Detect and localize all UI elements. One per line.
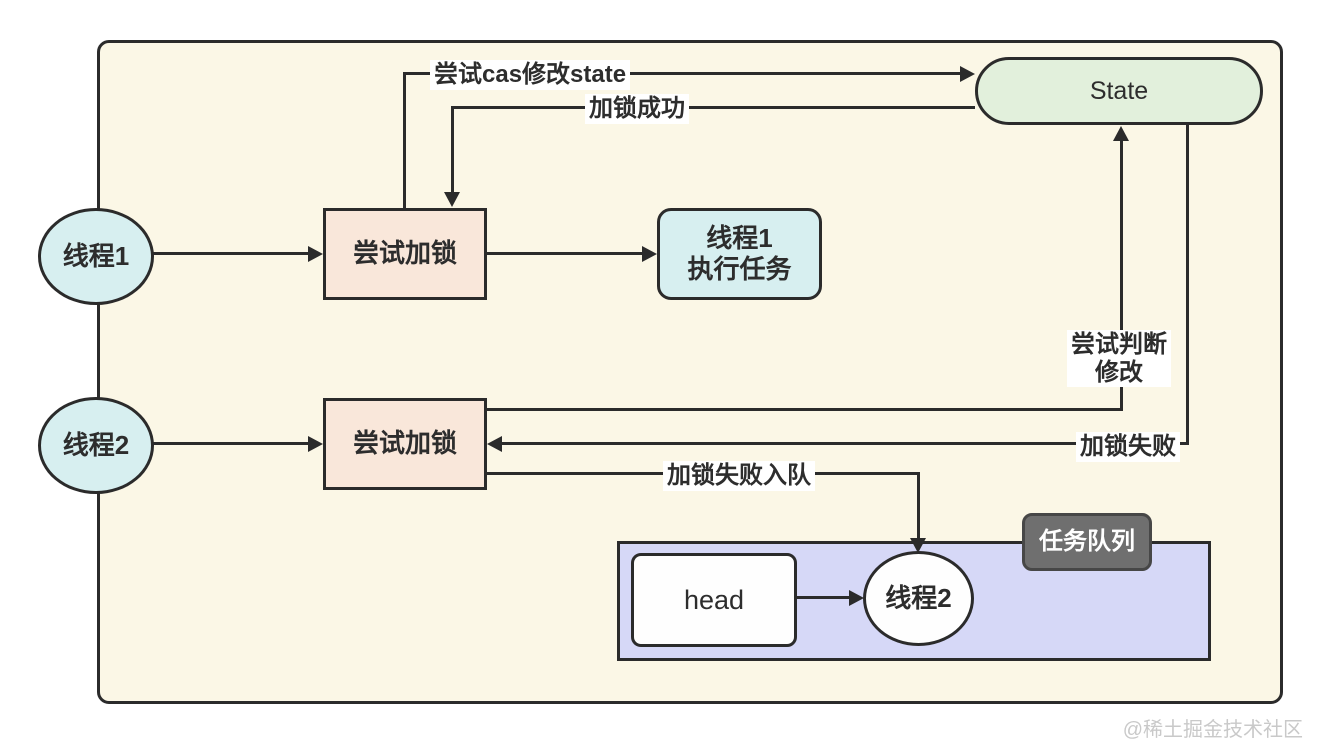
node-thread1-label: 线程1 xyxy=(62,240,130,271)
edge-tryjudge-vline xyxy=(1120,131,1123,411)
edge-trycas-arrowhead xyxy=(960,66,975,82)
edge-thread1-trylock1-arrowhead xyxy=(308,246,323,262)
edge-tryjudge-arrowhead xyxy=(1113,126,1129,141)
edge-locksuccess-hline xyxy=(451,106,975,109)
edge-enqueue-vline xyxy=(917,472,920,540)
node-thread1: 线程1 xyxy=(38,208,154,305)
watermark: @稀土掘金技术社区 xyxy=(1122,719,1303,741)
edge-thread2-trylock2-arrowhead xyxy=(308,436,323,452)
edge-lockfail-hline xyxy=(501,442,1189,445)
edge-lockfail-arrowhead xyxy=(487,436,502,452)
node-thread1-task-line1: 线程1 xyxy=(706,222,773,253)
edge-head-thread2-arrowhead xyxy=(849,590,864,606)
node-thread2: 线程2 xyxy=(38,397,154,494)
edge-label-try-judge-line1: 尝试判断 xyxy=(1071,331,1167,358)
edge-tryjudge-hline xyxy=(487,408,1123,411)
edge-label-enqueue: 加锁失败入队 xyxy=(663,461,815,491)
edge-lockfail-vline xyxy=(1186,125,1189,445)
edge-label-lock-fail: 加锁失败 xyxy=(1076,432,1180,462)
node-task-queue-tag: 任务队列 xyxy=(1022,513,1152,571)
node-state-label: State xyxy=(1089,77,1149,105)
node-task-queue-tag-label: 任务队列 xyxy=(1039,527,1135,555)
node-thread1-task-label: 线程1 执行任务 xyxy=(687,223,791,285)
node-thread1-task: 线程1 执行任务 xyxy=(657,208,822,300)
edge-thread1-trylock1-line xyxy=(153,252,309,255)
edge-label-try-judge-line2: 修改 xyxy=(1095,358,1143,386)
edge-locksuccess-arrowhead xyxy=(444,192,460,207)
edge-trycas-hline xyxy=(403,72,961,75)
node-thread1-task-line2: 执行任务 xyxy=(687,254,792,284)
node-queued-thread2-label: 线程2 xyxy=(885,582,952,613)
edge-trylock1-task-line xyxy=(487,252,643,255)
edge-trycas-vline xyxy=(403,73,406,208)
node-head-label: head xyxy=(683,584,745,615)
node-queued-thread2: 线程2 xyxy=(863,551,974,646)
node-try-lock-2-label: 尝试加锁 xyxy=(352,428,457,459)
edge-head-thread2-line xyxy=(797,596,850,599)
edge-enqueue-arrowhead xyxy=(910,538,926,553)
node-try-lock-2: 尝试加锁 xyxy=(323,398,487,490)
node-thread2-label: 线程2 xyxy=(62,429,130,460)
edge-locksuccess-vline xyxy=(451,106,454,193)
edge-label-lock-success: 加锁成功 xyxy=(585,94,689,124)
node-state: State xyxy=(975,57,1263,125)
edge-label-try-cas: 尝试cas修改state xyxy=(430,60,631,90)
edge-label-try-judge: 尝试判断 修改 xyxy=(1067,330,1171,388)
node-head: head xyxy=(631,553,797,647)
edge-thread2-trylock2-line xyxy=(153,442,309,445)
node-try-lock-1-label: 尝试加锁 xyxy=(352,238,457,269)
edge-trylock1-task-arrowhead xyxy=(642,246,657,262)
node-try-lock-1: 尝试加锁 xyxy=(323,208,487,300)
